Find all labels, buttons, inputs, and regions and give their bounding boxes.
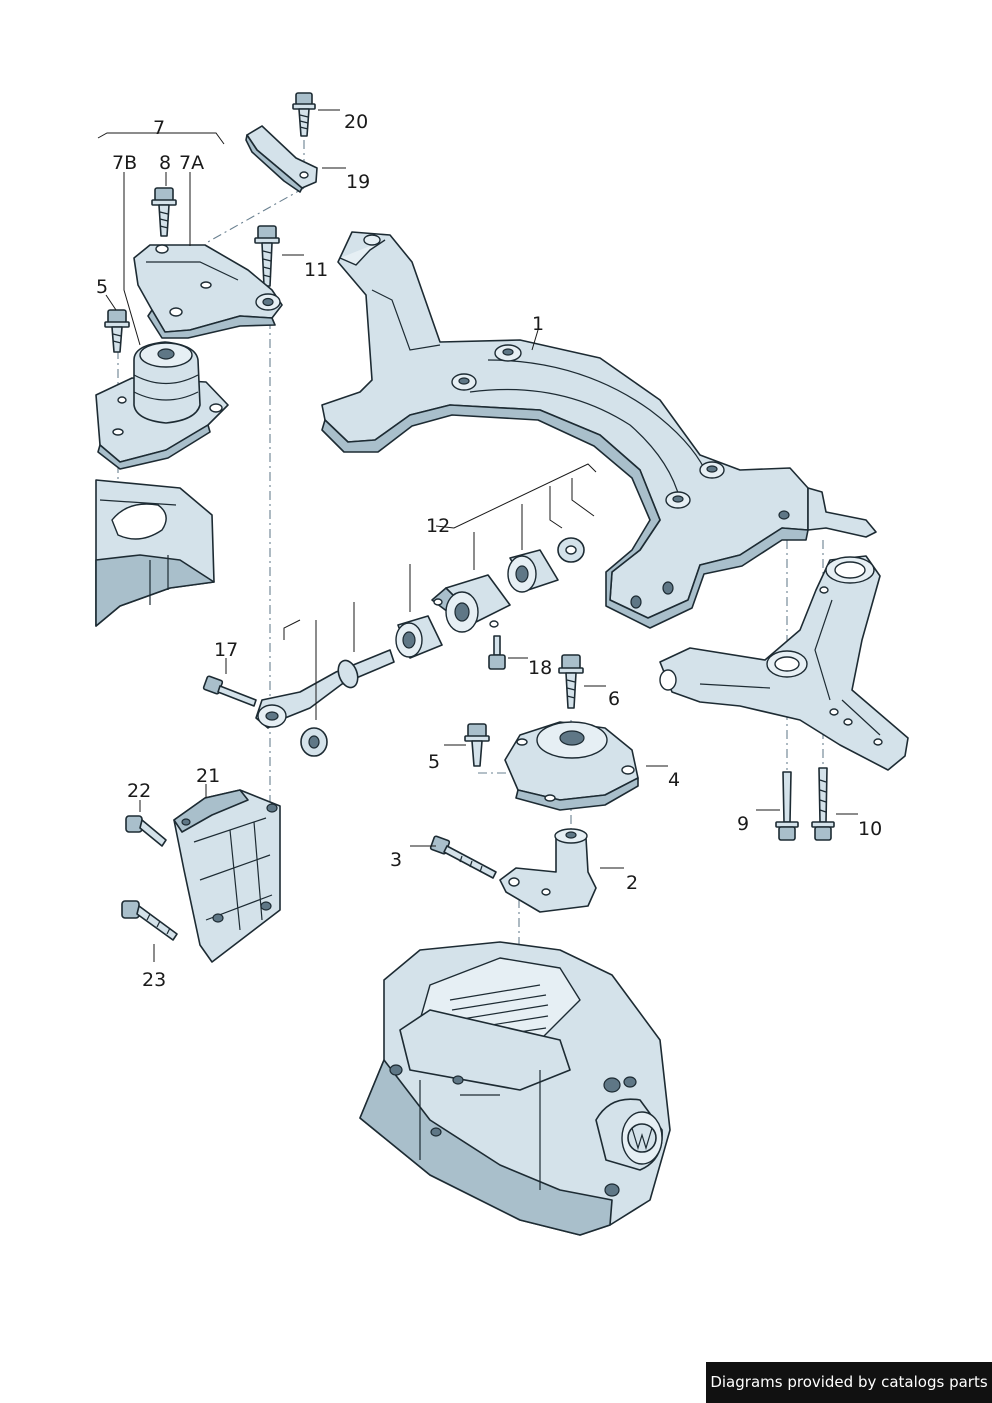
callout-19: 19 bbox=[346, 171, 370, 193]
subframe-1 bbox=[321, 231, 877, 629]
bushing-set-12 bbox=[395, 537, 585, 659]
control-arm bbox=[659, 555, 909, 771]
bracket-19 bbox=[245, 125, 318, 193]
bolt-8 bbox=[151, 187, 177, 237]
bolt-22 bbox=[125, 815, 167, 847]
callout-21: 21 bbox=[196, 765, 220, 787]
callout-23: 23 bbox=[142, 969, 166, 991]
bolt-6 bbox=[558, 654, 584, 709]
callout-22: 22 bbox=[127, 780, 151, 802]
callout-7: 7 bbox=[153, 117, 165, 139]
mount-arm-7a bbox=[133, 244, 283, 339]
support-21 bbox=[173, 789, 281, 963]
bracket-2 bbox=[499, 828, 597, 913]
callout-10: 10 bbox=[858, 818, 882, 840]
callout-18: 18 bbox=[528, 657, 552, 679]
callout-11: 11 bbox=[304, 259, 328, 281]
bolt-18 bbox=[488, 635, 506, 670]
torque-rod bbox=[255, 649, 395, 757]
callout-8: 8 bbox=[159, 152, 171, 174]
callout-7a: 7A bbox=[179, 152, 204, 174]
mount-7b bbox=[95, 341, 229, 470]
callout-4: 4 bbox=[668, 769, 680, 791]
bolt-20 bbox=[292, 92, 316, 137]
gearbox-housing bbox=[359, 941, 671, 1236]
callout-20: 20 bbox=[344, 111, 368, 133]
bolt-3 bbox=[429, 835, 497, 879]
callouts: 20 19 7 7B 8 7A 11 5 1 12 17 18 6 4 5 21… bbox=[96, 111, 882, 991]
credit-banner: Diagrams provided by catalogs parts bbox=[706, 1362, 992, 1403]
callout-6: 6 bbox=[608, 688, 620, 710]
callout-3: 3 bbox=[390, 849, 402, 871]
bolt-23 bbox=[121, 900, 178, 941]
bolt-5-lower bbox=[464, 723, 490, 767]
bolt-5-upper bbox=[104, 309, 130, 353]
callout-2: 2 bbox=[626, 872, 638, 894]
callout-5-lower: 5 bbox=[428, 751, 440, 773]
chassis-fragment bbox=[95, 479, 215, 627]
callout-7b: 7B bbox=[112, 152, 137, 174]
callout-5-upper: 5 bbox=[96, 276, 108, 298]
callout-17: 17 bbox=[214, 639, 238, 661]
callout-9: 9 bbox=[737, 813, 749, 835]
bolt-9 bbox=[775, 771, 799, 841]
callout-1: 1 bbox=[532, 313, 544, 335]
mount-4 bbox=[504, 721, 639, 811]
bolt-11 bbox=[254, 225, 280, 287]
bolt-17 bbox=[202, 675, 257, 707]
callout-12: 12 bbox=[426, 515, 450, 537]
bolt-10 bbox=[811, 767, 835, 841]
leader-lines bbox=[97, 109, 858, 962]
